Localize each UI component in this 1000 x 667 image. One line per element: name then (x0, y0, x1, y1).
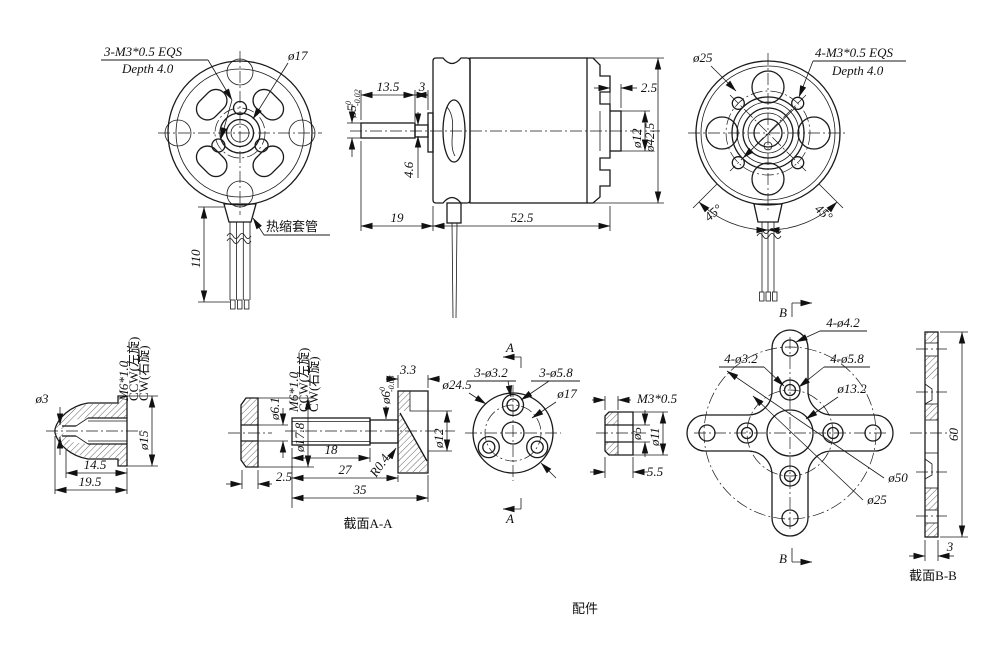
washer-dia: ø17.8 (292, 422, 307, 453)
face-outer-dia-label: ø24.5 (441, 377, 472, 392)
prop-nut-ccw: CCW(左旋) (126, 337, 141, 401)
rear-thread-note-line1: 4-M3*0.5 EQS (815, 45, 893, 60)
motor-rear-view: 45° 45° ø25 4-M3*0.5 EQS Depth 4.0 (688, 45, 906, 302)
wire-length-dim: 110 (188, 249, 203, 268)
adapter-face-view: 3-ø3.2 3-ø5.8 ø17 ø24.5 A A (441, 340, 580, 526)
motor-side-view: ø50-0.02 13.5 3 4.6 2.5 ø12 ø42.5 19 52.… (344, 57, 664, 319)
adapter-dia-tolerance: ø60-0.03 (378, 375, 396, 405)
prop-nut-cw: CW(右旋) (136, 345, 151, 401)
x-mount-view: 4-ø4.2 4-ø3.2 4-ø5.8 ø13.2 ø50 ø25 B B (686, 299, 908, 566)
front-thread-note-line1: 3-M3*0.5 EQS (103, 44, 182, 59)
face-holes-cbore-label: 3-ø5.8 (538, 365, 573, 380)
xmount-height-dim: 60 (946, 428, 961, 442)
section-b-marker-top: B (779, 305, 787, 320)
dim-dia42-5: ø42.5 (642, 122, 657, 153)
dim-4-6: 4.6 (401, 161, 416, 178)
dim-52-5: 52.5 (511, 210, 534, 225)
xmount-cbore-holes-label: 4-ø5.8 (830, 351, 864, 366)
motor-front-view: 3-M3*0.5 EQS Depth 4.0 ø17 热缩套管 110 (101, 44, 330, 310)
shaft-dia-tolerance: ø50-0.02 (344, 89, 362, 119)
adapter-shaft-view: M6*1.0 CCW(左旋) CW(右旋) ø60-0.03 3.3 ø12 R… (285, 348, 455, 531)
washer-thickness: 2.5 (276, 469, 293, 484)
dim-27: 27 (339, 462, 353, 477)
xmount-center-hole-label: ø13.2 (836, 381, 867, 396)
adapter-thread: M6*1.0 (286, 371, 301, 413)
dim-14-5: 14.5 (84, 457, 107, 472)
xmount-outer-holes-label: 4-ø4.2 (826, 315, 860, 330)
collet-length: 5.5 (647, 464, 664, 479)
dim-18: 18 (325, 442, 339, 457)
xmount-thickness-dim: 3 (946, 539, 954, 554)
face-holes-small-label: 3-ø3.2 (473, 365, 508, 380)
heat-shrink-sleeve-label: 热缩套管 (266, 219, 318, 234)
collet-thread-label: M3*0.5 (636, 391, 678, 406)
sheet-title: 配件 (572, 601, 598, 616)
washer-bore: ø6.1 (267, 397, 282, 421)
front-thread-note-line2: Depth 4.0 (121, 61, 174, 76)
collet-bore-dia: ø5 (629, 427, 644, 442)
collet-nut-view: M3*0.5 ø5 ø11 5.5 (590, 391, 678, 479)
prop-nut-thread: M6*1.0 (116, 360, 131, 402)
dim-dia12: ø12 (629, 128, 644, 149)
x-mount-section-view: 60 3 截面B-B (909, 331, 968, 583)
section-b-marker-bottom: B (779, 551, 787, 566)
face-bolt-circle-label: ø17 (556, 386, 577, 401)
angle-45-right: 45° (812, 201, 836, 224)
prop-nut-view: ø3 M6*1.0 CCW(左旋) CW(右旋) ø15 14.5 19.5 (35, 337, 158, 494)
dim-3: 3 (418, 79, 426, 94)
xmount-bc25-label: ø25 (866, 492, 887, 507)
section-aa-caption: 截面A-A (343, 516, 393, 531)
rear-dia25-label: ø25 (692, 50, 713, 65)
adapter-cw: CW(右旋) (306, 356, 321, 412)
dim-35: 35 (353, 482, 368, 497)
xmount-bc50-label: ø50 (887, 470, 908, 485)
washer-view: ø6.1 ø17.8 2.5 (226, 397, 314, 489)
nose-hole-dia: ø3 (35, 391, 50, 406)
prop-nut-dia15: ø15 (136, 430, 151, 451)
section-bb-caption: 截面B-B (909, 568, 957, 583)
dim-13-5: 13.5 (377, 79, 400, 94)
section-a-marker-top: A (505, 340, 514, 355)
rear-thread-note-line2: Depth 4.0 (831, 63, 884, 78)
angle-45-left: 45° (701, 201, 725, 224)
dim-19-5: 19.5 (79, 474, 102, 489)
front-dia17-label: ø17 (287, 48, 308, 63)
dim-19: 19 (391, 210, 405, 225)
adapter-boss-dia: ø12 (431, 428, 446, 449)
xmount-small-holes-label: 4-ø3.2 (724, 351, 758, 366)
dim-2-5: 2.5 (641, 80, 658, 95)
adapter-ccw: CCW(左旋) (296, 348, 311, 412)
collet-outer-dia: ø11 (647, 427, 662, 447)
section-a-marker-bottom: A (505, 511, 514, 526)
dim-3-3: 3.3 (399, 362, 417, 377)
